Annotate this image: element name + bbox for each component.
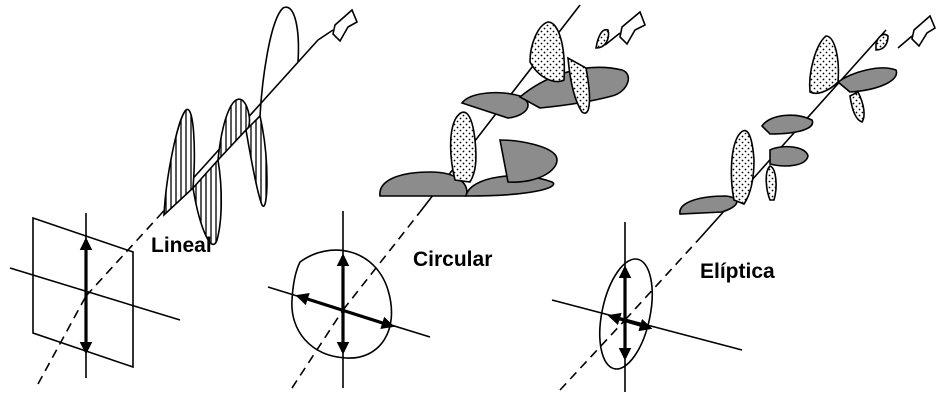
circular-grey-lobe-1 — [379, 171, 468, 197]
propagation-arrow-icon — [317, 8, 359, 43]
linear-wave-lobe-1 — [163, 108, 196, 217]
elliptical-dotted-lobe-5 — [875, 33, 889, 51]
linear-wave-lobe-3 — [216, 98, 251, 163]
circular-label: Circular — [413, 248, 492, 271]
elliptical-label: Elíptica — [700, 260, 775, 283]
linear-label: Lineal — [151, 234, 212, 257]
elliptical-panel: Elíptica — [551, 14, 936, 392]
linear-wave-lobe-4 — [245, 114, 268, 207]
linear-propagation-axis — [85, 214, 161, 297]
circular-dotted-lobe-1 — [449, 111, 477, 183]
elliptical-grey-lobe-4 — [836, 67, 898, 93]
elliptical-propagation-axis — [624, 237, 701, 321]
circular-dotted-lobe-4 — [595, 28, 610, 49]
propagation-arrow-icon — [604, 10, 647, 46]
linear-wave-lobe-5 — [259, 6, 300, 117]
elliptical-dotted-lobe-1 — [730, 129, 755, 205]
circular-grey-lobe-5 — [499, 139, 558, 183]
linear-wave-lobe-2 — [192, 158, 223, 246]
linear-frame — [32, 216, 134, 369]
circular-propagation-axis-lower — [291, 309, 344, 389]
elliptical-horizontal-arrow — [607, 312, 653, 332]
elliptical-x-axis — [551, 299, 743, 351]
circular-grey-lobe-3 — [460, 91, 529, 119]
circular-propagation-axis — [342, 211, 421, 311]
circular-panel: Circular — [267, 4, 647, 389]
elliptical-propagation-axis-lower — [559, 319, 626, 391]
elliptical-grey-lobe-3 — [769, 145, 809, 167]
elliptical-grey-lobe-2 — [760, 114, 814, 135]
elliptical-dotted-lobe-3 — [808, 35, 840, 95]
elliptical-grey-lobe-1 — [679, 195, 738, 215]
linear-panel: Lineal — [9, 6, 359, 385]
elliptical-dotted-lobe-4 — [849, 90, 865, 123]
linear-x-axis — [9, 267, 181, 321]
linear-propagation-axis-lower — [37, 295, 87, 385]
elliptical-dotted-lobe-2 — [765, 165, 777, 201]
circular-dotted-lobe-2 — [529, 21, 566, 83]
propagation-arrow-icon — [897, 14, 936, 49]
circular-horizontal-arrow — [295, 293, 395, 329]
circular-dotted-lobe-3 — [567, 56, 591, 114]
